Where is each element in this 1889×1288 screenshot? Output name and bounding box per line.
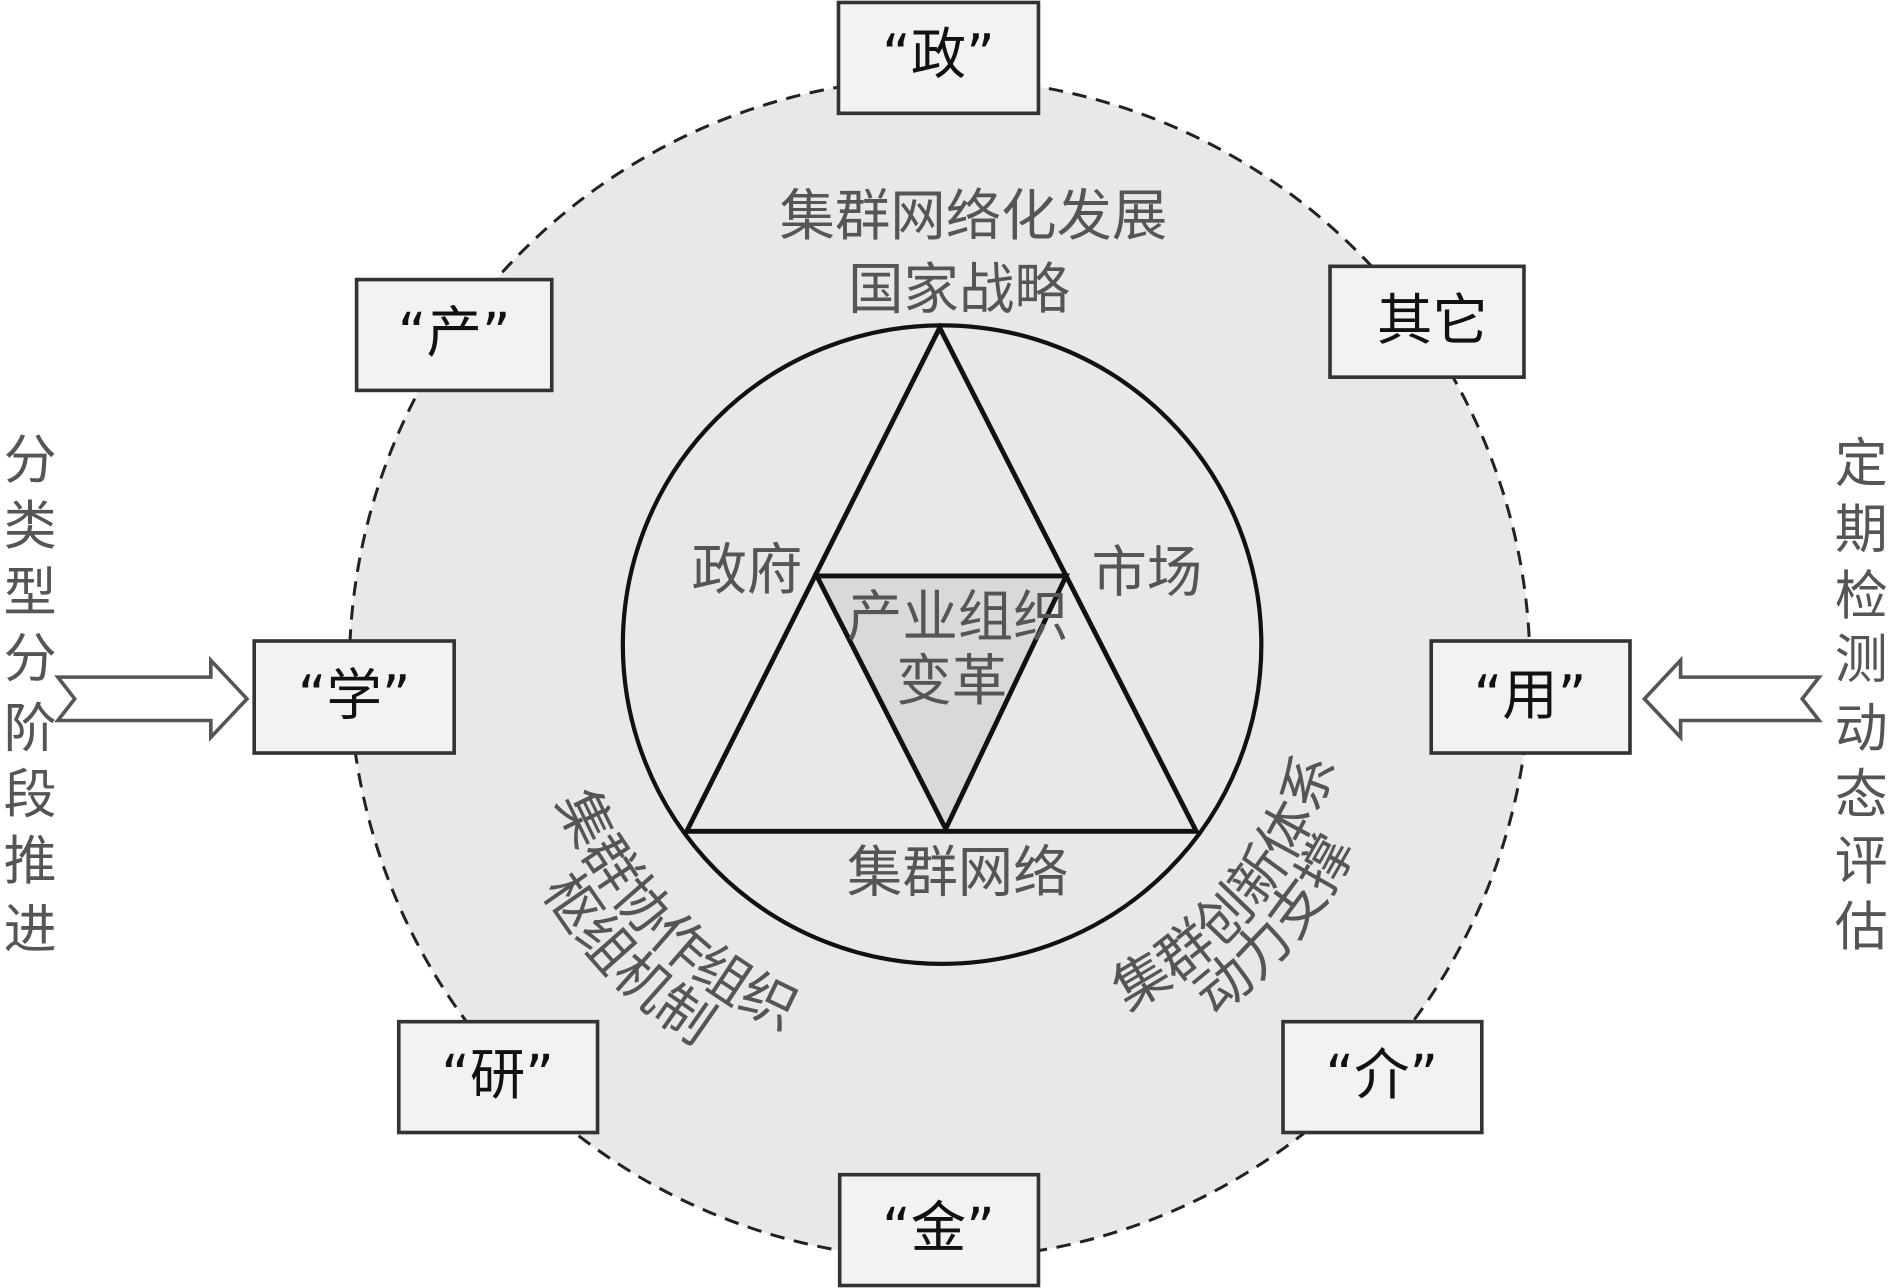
actor-box-yan: “研” — [396, 1019, 600, 1135]
actor-label: “介” — [1325, 1044, 1438, 1108]
actor-box-xue: “学” — [252, 639, 456, 755]
side-left-char: 类 — [4, 496, 57, 557]
side-right-char: 动 — [1835, 698, 1888, 759]
actor-label: 其它 — [1377, 290, 1488, 354]
side-right-char: 测 — [1835, 630, 1888, 691]
triangle-right-label: 市场 — [1091, 542, 1202, 606]
side-right-char: 检 — [1835, 566, 1888, 627]
actor-label: “金” — [882, 1197, 995, 1261]
top-label-line2: 国家战略 — [848, 258, 1070, 322]
side-label-right: 定 期 检 测 动 态 评 估 — [1835, 433, 1888, 958]
side-left-char: 分 — [4, 430, 57, 491]
actor-label: “研” — [441, 1044, 554, 1108]
side-right-char: 定 — [1835, 433, 1888, 494]
side-right-char: 态 — [1835, 765, 1888, 826]
left-pointing-arrow-icon — [1641, 655, 1823, 742]
side-left-char: 型 — [4, 562, 57, 623]
triangle-left-label: 政府 — [692, 539, 803, 603]
actor-label: “用” — [1474, 664, 1587, 728]
side-left-char: 段 — [4, 765, 57, 826]
top-label-line1: 集群网络化发展 — [779, 185, 1167, 249]
side-left-char: 阶 — [4, 698, 57, 759]
side-right-char: 期 — [1835, 500, 1888, 561]
actor-box-yong: “用” — [1429, 639, 1632, 755]
side-left-char: 推 — [4, 831, 57, 892]
actor-label: “产” — [398, 302, 511, 366]
center-label-line2: 变革 — [896, 650, 1007, 714]
actor-label: “政” — [882, 23, 995, 87]
actor-box-jin: “金” — [837, 1172, 1041, 1288]
side-left-char: 分 — [4, 629, 57, 690]
actor-box-zheng: “政” — [836, 0, 1041, 116]
outer-triangle — [682, 322, 1201, 834]
center-label-line1: 产业组织 — [847, 586, 1069, 650]
side-right-char: 评 — [1835, 831, 1888, 892]
side-left-char: 进 — [4, 900, 57, 961]
actor-label: “学” — [298, 664, 411, 728]
inner-inverted-triangle — [812, 573, 1070, 835]
side-label-left: 分 类 型 分 阶 段 推 进 — [4, 430, 57, 961]
right-pointing-arrow-icon — [54, 655, 250, 742]
actor-box-chan: “产” — [354, 277, 554, 393]
actor-box-qita: 其它 — [1328, 264, 1526, 379]
actor-box-jie: “介” — [1281, 1019, 1484, 1135]
triangle-bottom-label: 集群网络 — [847, 841, 1069, 905]
side-right-char: 估 — [1835, 897, 1888, 958]
